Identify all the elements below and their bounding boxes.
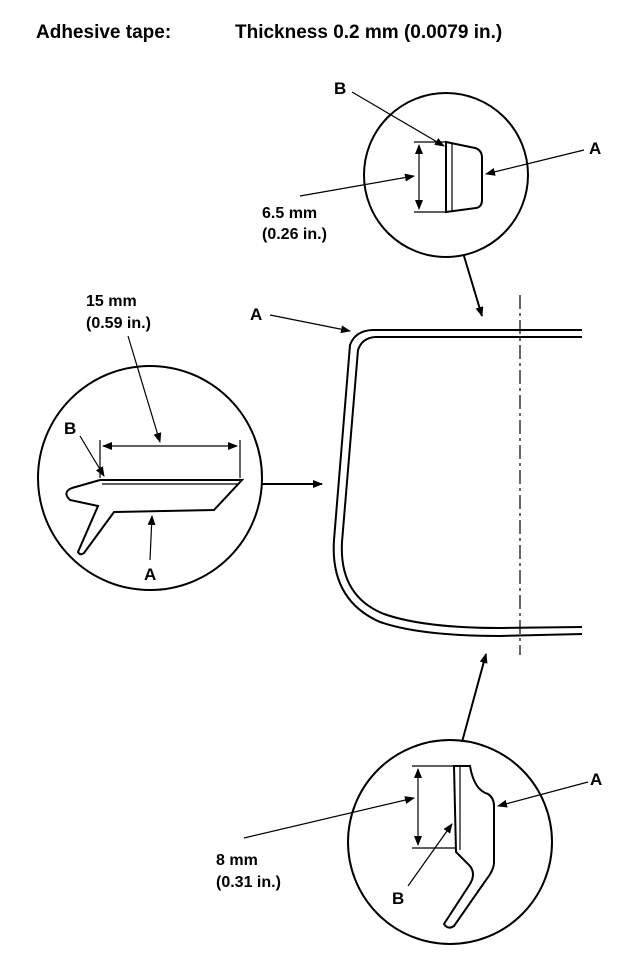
top-detail-arrow <box>463 255 484 317</box>
panel-a-leader <box>269 314 351 334</box>
bottom-label-a: A <box>590 770 602 789</box>
top-dim-mm: 6.5 mm <box>262 205 317 222</box>
title-spec: Thickness 0.2 mm (0.0079 in.) <box>235 22 502 43</box>
left-a-leader <box>147 515 156 561</box>
left-label-b: B <box>64 419 76 438</box>
top-label-a: A <box>589 139 601 158</box>
top-a-leader <box>485 149 585 176</box>
detail-top <box>363 92 529 258</box>
title-label: Adhesive tape: <box>36 22 171 43</box>
bottom-detail-arrow <box>461 653 488 743</box>
left-b-leader <box>79 435 105 477</box>
left-dim-leader <box>127 335 162 443</box>
bottom-dim-in: (0.31 in.) <box>216 874 281 891</box>
detail-bottom <box>347 739 553 945</box>
bottom-dim-mm: 8 mm <box>216 852 258 869</box>
left-dim-mm: 15 mm <box>86 293 137 310</box>
bottom-b-leader <box>407 823 453 887</box>
left-dim-in: (0.59 in.) <box>86 315 151 332</box>
top-label-b: B <box>334 79 346 98</box>
top-dim-leader <box>299 173 415 197</box>
top-dim-in: (0.26 in.) <box>262 226 327 243</box>
top-b-leader <box>351 91 445 147</box>
bottom-a-leader <box>497 781 589 808</box>
bottom-label-b: B <box>392 889 404 908</box>
detail-left <box>37 365 263 591</box>
panel-label-a: A <box>250 305 262 324</box>
left-label-a: A <box>144 565 156 584</box>
bottom-dim-leader <box>243 796 415 839</box>
glass-panel-outline <box>332 295 583 655</box>
